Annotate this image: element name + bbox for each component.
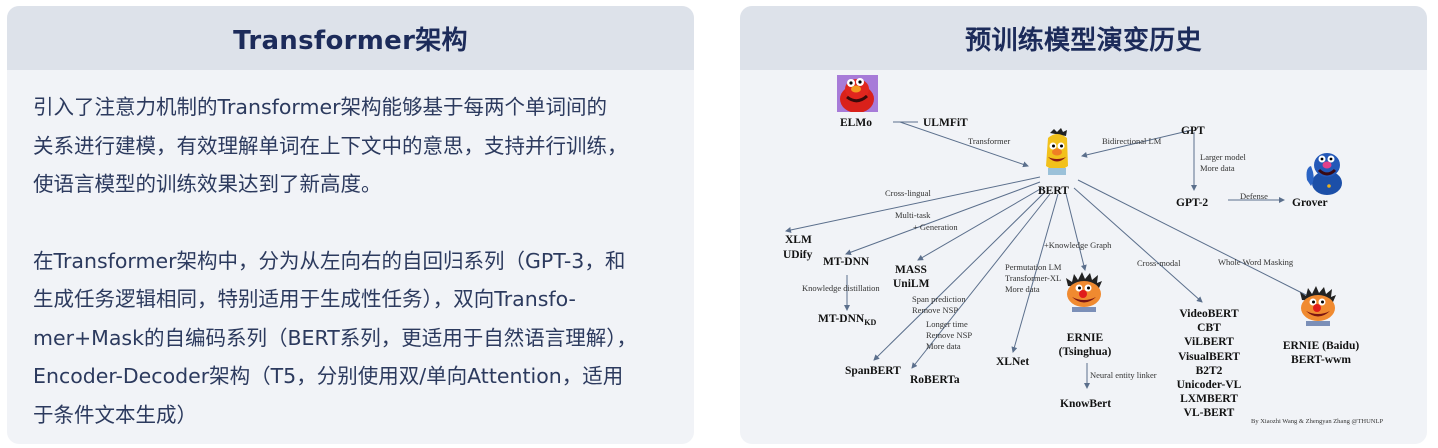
edge-label-line: Remove NSP [912,305,959,315]
edge-label-line: More data [1200,163,1235,173]
edge-label-longer-time: Longer time Remove NSP More data [926,319,972,352]
edge-label-bidirectional-lm: Bidirectional LM [1102,136,1162,146]
edge-label-whole-word-masking: Whole Word Masking [1218,257,1294,267]
text-line: 生成任务逻辑相同，特别适用于生成性任务），双向Transfo- [33,287,576,311]
bert-wwm-label: BERT-wwm [1291,354,1351,367]
edge-label-multi-task: Multi-task [895,210,931,220]
ernie-icon [1296,286,1340,326]
node-mt-dnn: MT-DNN [823,256,870,268]
transformer-panel-body: 引入了注意力机制的Transformer架构能够基于每两个单词间的 关系进行建模… [7,70,694,434]
diagram-edges [785,121,1313,389]
text-line: 使语言模型的训练效果达到了新高度。 [33,172,382,196]
ernie-baidu-label: ERNIE (Baidu) [1282,340,1360,352]
node-unilm: UniLM [893,278,930,290]
text-line: Encoder-Decoder架构（T5，分别使用双/单向Attention，适… [33,364,624,388]
edge-label-line: More data [1005,284,1040,294]
text-line: 关系进行建模，有效理解单词在上下文中的意思，支持并行训练， [33,133,628,158]
edge-label-line: Remove NSP [926,330,973,340]
node-mass: MASS [895,264,927,276]
node-grover: Grover [1292,197,1328,209]
edge-label-generation: + Generation [913,222,958,232]
node-gpt2: GPT-2 [1176,197,1209,209]
transformer-panel: Transformer架构 引入了注意力机制的Transformer架构能够基于… [7,6,694,444]
pretrained-history-panel: 预训练模型演变历史 [740,6,1427,444]
edge-label-defense: Defense [1240,191,1268,201]
edge-label-line: Longer time [926,319,968,329]
node-xlnet: XLNet [996,356,1030,368]
node-roberta: RoBERTa [910,374,960,386]
ernie-icon [1062,272,1106,312]
edge-label-line: More data [926,341,961,351]
edge-label-knowledge-graph: +Knowledge Graph [1044,240,1112,250]
node-lxmbert: LXMBERT [1180,393,1238,406]
elmo-icon [837,75,878,112]
node-vilbert: ViLBERT [1184,336,1234,349]
edge-label-span-prediction: Span prediction Remove NSP [912,294,966,316]
paragraph-intro: 引入了注意力机制的Transformer架构能够基于每两个单词间的 关系进行建模… [33,88,668,204]
text-line: 在Transformer架构中，分为从左向右的自回归系列（GPT-3，和 [33,248,626,273]
pretrained-history-title: 预训练模型演变历史 [965,25,1202,56]
edge-label-permutation: Permutation LM Transformer-XL More data [1005,262,1061,295]
node-b2t2: B2T2 [1195,364,1223,377]
node-mt-dnn-kd: MT-DNNKD [818,312,876,330]
node-bert: BERT [1038,185,1069,197]
edge-label-cross-modal: Cross-modal [1137,258,1181,268]
transformer-panel-header: Transformer架构 [7,6,694,70]
edge-label-transformer: Transformer [968,136,1011,146]
node-ernie-baidu: ERNIE (Baidu) BERT-wwm [1278,339,1364,367]
transformer-panel-title: Transformer架构 [233,25,468,56]
ernie-tsinghua-sub: (Tsinghua) [1058,346,1112,359]
node-udify: UDify [783,249,813,261]
node-videobert: VideoBERT [1179,308,1239,320]
node-cbt: CBT [1197,322,1221,335]
edge-label-neural-entity-linker: Neural entity linker [1090,370,1157,380]
text-line: mer+Mask的自编码系列（BERT系列，更适用于自然语言理解）， [33,325,638,350]
mt-dnn-kd-label: MT-DNN [818,313,865,325]
paragraph-architectures: 在Transformer架构中，分为从左向右的自回归系列（GPT-3，和 生成任… [33,242,668,435]
bert-icon [1040,128,1074,176]
node-knowbert: KnowBert [1060,398,1112,410]
edge-label-line: Larger model [1200,152,1246,162]
diagram-credit: By Xiaozhi Wang & Zhengyan Zhang @THUNLP [1251,418,1384,425]
edge-label-knowledge-distillation: Knowledge distillation [802,283,880,293]
node-xlm: XLM [785,234,812,246]
edge-label-line: Transformer-XL [1005,273,1062,283]
edge-label-line: Span prediction [912,294,966,304]
model-evolution-diagram: ELMo ULMFiT BERT GPT GPT-2 Grover XLM UD… [740,70,1427,444]
node-ernie-tsinghua: ERNIE (Tsinghua) [1058,331,1112,359]
edge-label-line: Permutation LM [1005,262,1062,272]
node-unicoder-vl: Unicoder-VL [1176,379,1242,392]
edge-label-cross-lingual: Cross-lingual [885,188,931,198]
grover-icon [1303,150,1345,195]
mt-dnn-kd-subscript: KD [864,318,877,327]
edge-label-larger-model: Larger model More data [1200,152,1246,174]
node-vl-bert: VL-BERT [1183,407,1235,420]
node-visualbert: VisualBERT [1178,350,1240,363]
node-spanbert: SpanBERT [845,365,901,377]
node-gpt: GPT [1181,125,1205,137]
pretrained-history-header: 预训练模型演变历史 [740,6,1427,70]
node-ulmfit: ULMFiT [923,117,968,129]
node-multimodal-group: VideoBERT CBT ViLBERT VisualBERT B2T2 Un… [1172,307,1246,421]
ernie-tsinghua-label: ERNIE [1066,332,1104,344]
text-line: 于条件文本生成） [33,402,197,427]
text-line: 引入了注意力机制的Transformer架构能够基于每两个单词间的 [33,95,608,119]
node-elmo: ELMo [840,117,872,129]
